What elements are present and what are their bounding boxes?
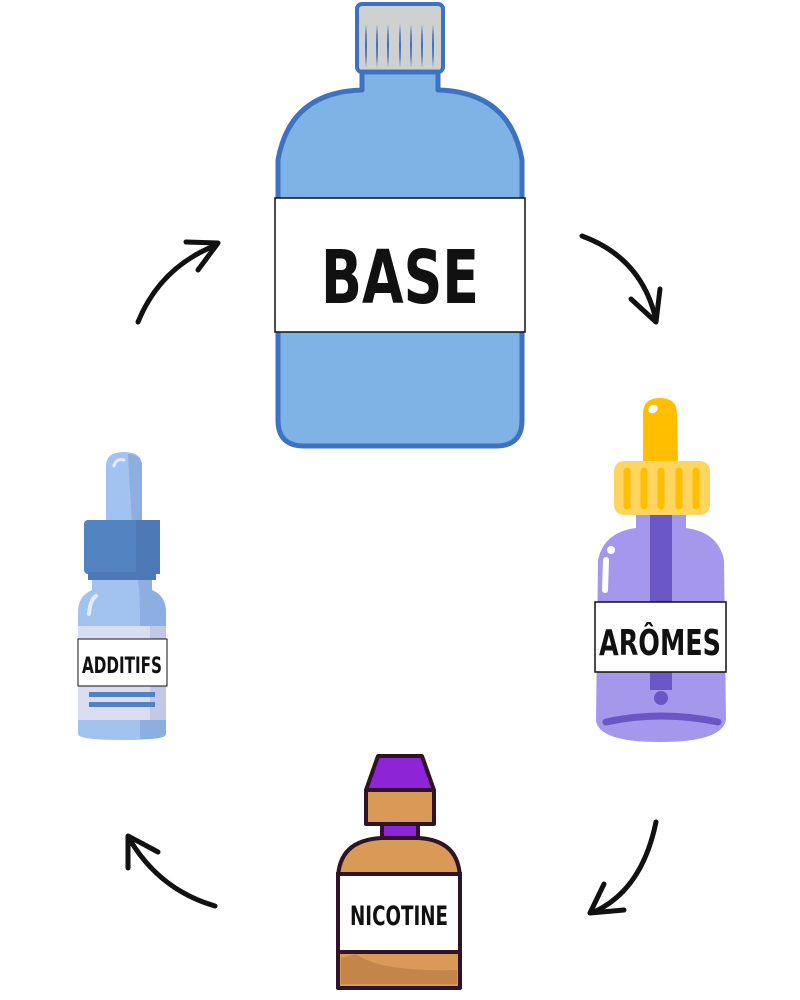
label-background [274, 197, 526, 333]
bottle-shade [341, 954, 457, 984]
tip-highlight [112, 458, 126, 468]
node-label-aromes: ARÔMES [599, 622, 721, 664]
arrow-icon-additifs-to-base [135, 239, 221, 325]
tip-shade [128, 454, 142, 524]
dropper-bottle-icon [596, 398, 726, 742]
band-stripe [89, 692, 155, 697]
band-stripe [89, 702, 155, 707]
cycle-arrows [125, 233, 663, 916]
cap-ring [88, 572, 156, 580]
node-additifs: ADDITIFS [77, 452, 168, 740]
node-label-base: BASE [321, 235, 479, 321]
arrow-icon-base-to-aromes [579, 233, 663, 325]
label-background [77, 638, 168, 687]
dropper-drop [654, 691, 668, 705]
bottle-neck [380, 822, 420, 840]
cap-ridges [365, 24, 434, 68]
bottle-highlight [602, 557, 609, 593]
label-background [336, 872, 462, 954]
node-aromes: ARÔMES [594, 398, 727, 742]
bottle-base-line [602, 712, 722, 726]
collar-ridges [623, 467, 700, 510]
dropper-bulb [643, 398, 678, 464]
bottle-highlight [87, 594, 98, 616]
vial-bottle-icon [78, 452, 166, 740]
arrow-icon-nicotine-to-additifs [125, 833, 218, 909]
arrow-icon-aromes-to-nicotine [587, 819, 659, 916]
node-label-additifs: ADDITIFS [82, 654, 162, 679]
node-base: BASE [274, 2, 526, 449]
bottle-highlight-dot [607, 546, 615, 554]
node-nicotine: NICOTINE [336, 754, 462, 990]
bulb-highlight [648, 404, 658, 414]
label-background [594, 601, 727, 673]
bottle-cap-top [364, 754, 436, 792]
cap-shade [136, 520, 160, 574]
node-label-nicotine: NICOTINE [350, 901, 448, 932]
bottle-cap-band [364, 788, 436, 826]
